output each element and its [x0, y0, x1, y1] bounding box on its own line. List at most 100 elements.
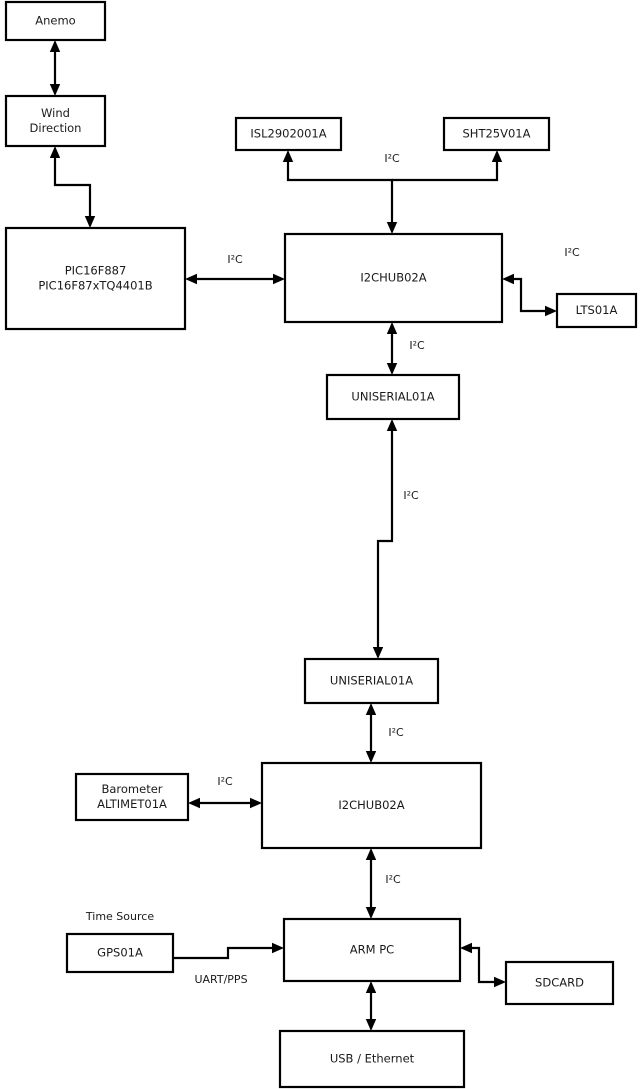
edge-line: [286, 160, 394, 224]
node-label: SHT25V01A: [463, 127, 531, 141]
node-label: UNISERIAL01A: [330, 674, 413, 688]
edge-label: I²C: [227, 253, 243, 266]
label-time-source: Time Source: [85, 910, 154, 923]
node-label: ARM PC: [350, 943, 394, 957]
edge-label: I²C: [403, 489, 419, 502]
node-box[interactable]: [278, 1029, 466, 1089]
arrow-head-end: [372, 647, 384, 659]
arrow-head-start: [386, 419, 398, 431]
node-usbeth[interactable]: USB / Ethernet: [278, 1029, 466, 1089]
node-anemo[interactable]: Anemo: [4, 0, 107, 42]
node-box[interactable]: [234, 116, 343, 152]
node-box[interactable]: [4, 0, 107, 42]
arrow-head-end: [49, 84, 61, 96]
node-box[interactable]: [74, 772, 190, 822]
edge-label: UART/PPS: [194, 973, 247, 986]
edge-uniserial-link: I²C: [372, 419, 419, 659]
edge-label: I²C: [384, 152, 400, 165]
edge-uniserial-hub-bot: I²C: [365, 703, 404, 763]
node-box[interactable]: [260, 761, 483, 850]
arrow-head-end: [84, 216, 96, 228]
edges-layer: I²C I²C I²C I²C I²C I²C I²C I²C UART/PPS: [49, 40, 580, 1031]
node-box[interactable]: [4, 94, 107, 148]
edge-gps-armpc: UART/PPS: [173, 942, 284, 986]
node-label: Direction: [30, 121, 82, 135]
node-lts[interactable]: LTS01A: [555, 292, 638, 329]
arrow-head-end: [250, 797, 262, 809]
arrow-head-start: [49, 146, 61, 158]
edge-wind-pic: [49, 146, 96, 228]
arrow-head-end: [494, 976, 506, 988]
node-label: Anemo: [35, 14, 75, 28]
node-isl[interactable]: ISL2902001A: [234, 116, 343, 152]
node-box[interactable]: [282, 917, 462, 983]
edge-hub-armpc: I²C: [365, 848, 401, 919]
node-uniserial_up[interactable]: UNISERIAL01A: [325, 373, 461, 421]
node-label: UNISERIAL01A: [351, 390, 434, 404]
node-label: USB / Ethernet: [330, 1052, 415, 1066]
edge-label: I²C: [217, 775, 233, 788]
edge-line: [376, 429, 394, 649]
edge-pic-hub: I²C: [185, 253, 285, 285]
edge-hub-lts: I²C: [502, 246, 580, 317]
arrow-head-end: [272, 942, 284, 954]
edge-line: [470, 946, 496, 984]
arrow-head-start: [460, 942, 472, 954]
edge-line: [173, 946, 274, 960]
arrow-head-start: [365, 848, 377, 860]
edge-hub-sht-branch: [392, 150, 503, 182]
node-gps[interactable]: GPS01A: [65, 932, 175, 974]
node-box[interactable]: [65, 932, 175, 974]
edge-hub-sensors-bus: I²C: [282, 150, 400, 234]
edge-barometer-hub: I²C: [188, 775, 262, 809]
node-label: I2CHUB02A: [360, 271, 426, 285]
edge-label: I²C: [409, 339, 425, 352]
free-labels-layer: Time Source: [85, 910, 154, 923]
arrow-head-start: [386, 222, 398, 234]
arrow-head-start: [386, 322, 398, 334]
arrow-head-end: [282, 150, 294, 162]
node-uniserial_dn[interactable]: UNISERIAL01A: [303, 657, 440, 705]
node-box[interactable]: [555, 292, 638, 329]
edge-label: I²C: [388, 726, 404, 739]
arrow-head-start: [188, 797, 200, 809]
node-hub_top[interactable]: I2CHUB02A: [283, 232, 504, 324]
node-label: Barometer: [101, 782, 162, 796]
node-sht[interactable]: SHT25V01A: [442, 116, 551, 152]
edge-anemo-wind: [49, 40, 61, 96]
edge-line: [53, 156, 92, 218]
arrow-head-end: [545, 305, 557, 317]
node-box[interactable]: [4, 226, 187, 331]
edge-line: [392, 160, 499, 182]
node-hub_bot[interactable]: I2CHUB02A: [260, 761, 483, 850]
node-box[interactable]: [325, 373, 461, 421]
edge-label: I²C: [385, 873, 401, 886]
node-label: PIC16F87xTQ4401B: [38, 279, 152, 293]
node-sdcard[interactable]: SDCARD: [504, 960, 615, 1006]
node-label: PIC16F887: [65, 264, 127, 278]
node-box[interactable]: [504, 960, 615, 1006]
node-label: ISL2902001A: [250, 127, 326, 141]
arrow-head-end: [491, 150, 503, 162]
arrow-head-end: [273, 273, 285, 285]
node-armpc[interactable]: ARM PC: [282, 917, 462, 983]
node-box[interactable]: [442, 116, 551, 152]
node-label: ALTIMET01A: [97, 797, 167, 811]
arrow-head-start: [49, 40, 61, 52]
node-box[interactable]: [283, 232, 504, 324]
node-label: GPS01A: [97, 946, 143, 960]
arrow-head-end: [365, 751, 377, 763]
arrow-head-end: [365, 1019, 377, 1031]
node-label: I2CHUB02A: [338, 798, 404, 812]
arrow-head-end: [386, 363, 398, 375]
node-label: Wind: [41, 106, 70, 120]
node-label: LTS01A: [576, 303, 618, 317]
nodes-layer: AnemoWindDirectionPIC16F887PIC16F87xTQ44…: [4, 0, 638, 1089]
arrow-head-start: [185, 273, 197, 285]
node-box[interactable]: [303, 657, 440, 705]
